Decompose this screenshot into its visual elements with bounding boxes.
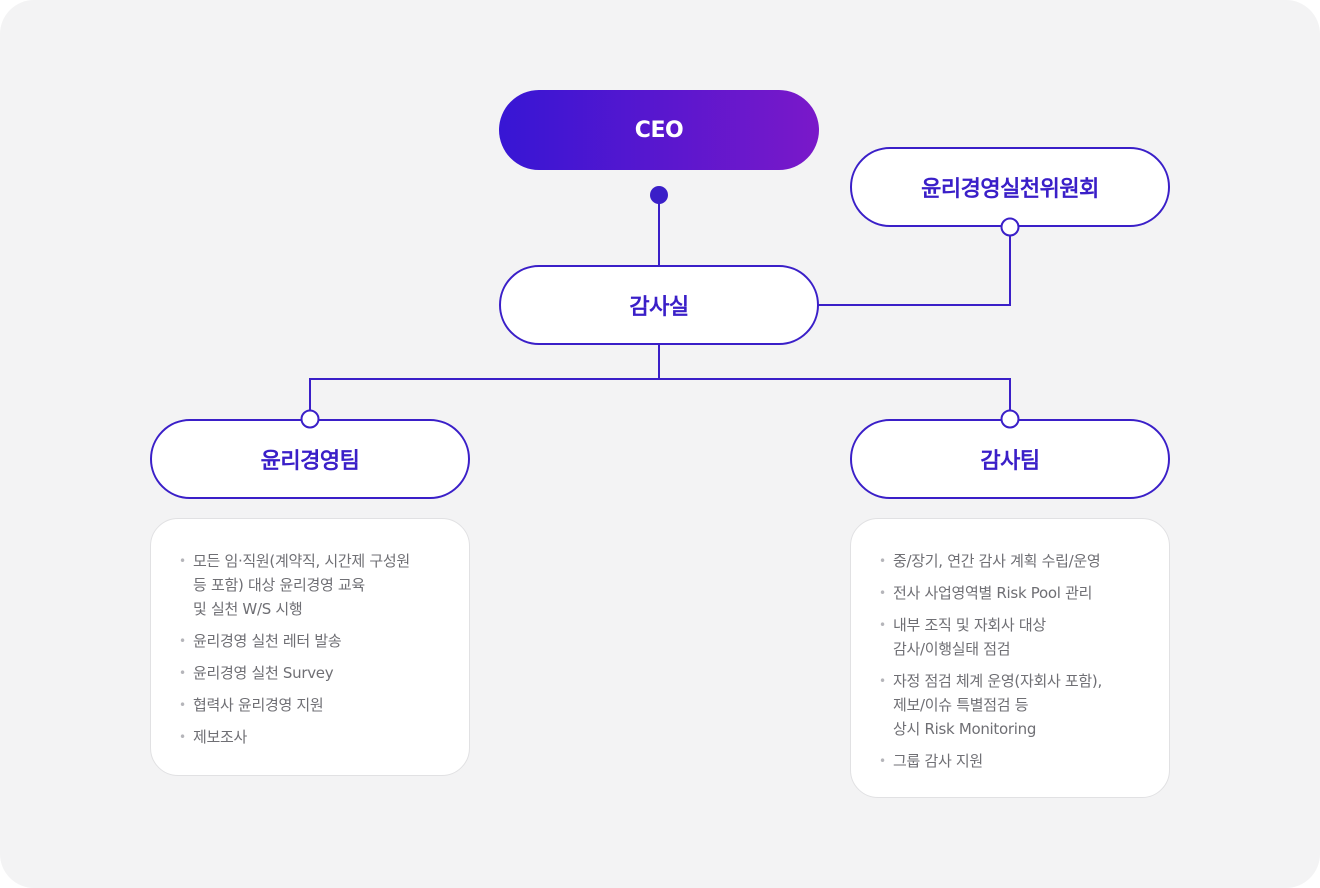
ceo-connector-dot [650, 186, 668, 204]
list-item: 그룹 감사 지원 [879, 749, 1145, 773]
list-item: 제보조사 [179, 725, 445, 749]
ethics-team-connector-dot [300, 409, 320, 429]
audit-team-connector-dot [1000, 409, 1020, 429]
audit-team-duties-card: 중/장기, 연간 감사 계획 수립/운영 전사 사업영역별 Risk Pool … [850, 518, 1170, 798]
list-item: 자정 점검 체계 운영(자회사 포함), 제보/이슈 특별점검 등 상시 Ris… [879, 669, 1145, 741]
audit-team-node: 감사팀 [850, 419, 1170, 499]
branch-line [309, 378, 1011, 410]
audit-team-duties-list: 중/장기, 연간 감사 계획 수립/운영 전사 사업영역별 Risk Pool … [879, 549, 1145, 773]
ethics-team-duties-list: 모든 임·직원(계약직, 시간제 구성원 등 포함) 대상 윤리경영 교육 및 … [179, 549, 445, 749]
ethics-team-duties-card: 모든 임·직원(계약직, 시간제 구성원 등 포함) 대상 윤리경영 교육 및 … [150, 518, 470, 776]
audit-office-to-committee-line [818, 227, 1011, 306]
list-item: 내부 조직 및 자회사 대상 감사/이행실태 점검 [879, 613, 1145, 661]
list-item: 협력사 윤리경영 지원 [179, 693, 445, 717]
list-item: 윤리경영 실천 Survey [179, 661, 445, 685]
list-item: 모든 임·직원(계약직, 시간제 구성원 등 포함) 대상 윤리경영 교육 및 … [179, 549, 445, 621]
list-item: 전사 사업영역별 Risk Pool 관리 [879, 581, 1145, 605]
ethics-team-node: 윤리경영팀 [150, 419, 470, 499]
audit-office-node: 감사실 [499, 265, 819, 345]
list-item: 중/장기, 연간 감사 계획 수립/운영 [879, 549, 1145, 573]
list-item: 윤리경영 실천 레터 발송 [179, 629, 445, 653]
audit-office-label: 감사실 [629, 295, 689, 320]
ethics-team-label: 윤리경영팀 [260, 449, 360, 474]
ethics-committee-label: 윤리경영실천위원회 [921, 177, 1099, 202]
committee-connector-dot [1000, 217, 1020, 237]
ceo-node: CEO [499, 90, 819, 170]
audit-team-label: 감사팀 [980, 449, 1040, 474]
ceo-label: CEO [634, 117, 684, 143]
